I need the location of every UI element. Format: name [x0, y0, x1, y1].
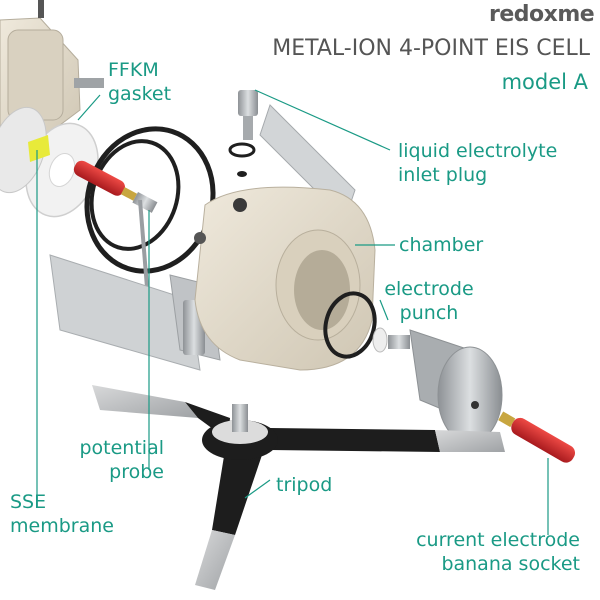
inlet-plug: [228, 90, 258, 177]
label-sse-line1: SSE: [10, 491, 47, 513]
potential-probe-rod: [138, 199, 150, 301]
model-subtitle: model A: [501, 70, 588, 94]
electrode-punch: [372, 327, 503, 444]
label-tripod: tripod: [276, 473, 332, 497]
label-sse-membrane: SSE membrane: [10, 490, 114, 538]
label-chamber: chamber: [399, 233, 483, 257]
chamber-body: [194, 186, 376, 371]
label-punch-line1: electrode: [384, 278, 474, 300]
brand-suffix: me: [557, 2, 595, 27]
brand-logo: redoxme: [489, 2, 595, 27]
label-socket-line2: banana socket: [441, 553, 580, 575]
label-socket-line1: current electrode: [416, 529, 580, 551]
brand-prefix: redox: [489, 2, 558, 27]
label-probe-line1: potential: [79, 437, 164, 459]
label-ffkm-line1: FFKM: [108, 59, 159, 81]
tripod: [92, 385, 505, 590]
label-electrode-punch: electrode punch: [374, 277, 484, 325]
label-potential-probe: potential probe: [40, 436, 164, 484]
sse-membrane: [0, 106, 50, 194]
label-ffkm-line2: gasket: [108, 83, 172, 105]
label-sse-line2: membrane: [10, 515, 114, 537]
label-banana-socket: current electrode banana socket: [360, 528, 580, 576]
label-probe-line2: probe: [109, 461, 164, 483]
chamber-o-ring: [323, 291, 377, 359]
label-ffkm-gasket: FFKM gasket: [108, 58, 171, 106]
label-inlet-line2: inlet plug: [398, 164, 488, 186]
label-inlet-line1: liquid electrolyte: [398, 140, 558, 162]
right-banana-socket: [498, 411, 576, 463]
label-tripod-text: tripod: [276, 474, 333, 496]
label-inlet-plug: liquid electrolyte inlet plug: [398, 139, 557, 187]
left-banana-plug: [73, 160, 158, 213]
diagram-title: METAL-ION 4-POINT EIS CELL: [272, 36, 590, 61]
label-punch-line2: punch: [399, 302, 459, 324]
leader-lines: [36, 89, 549, 535]
label-chamber-text: chamber: [399, 234, 484, 256]
